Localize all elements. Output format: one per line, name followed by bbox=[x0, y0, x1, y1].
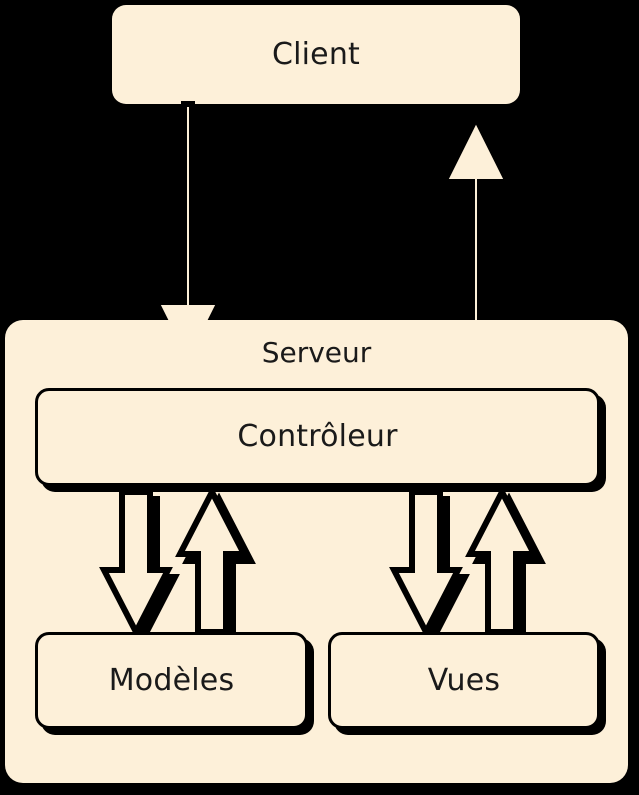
node-vues[interactable]: Vues bbox=[328, 632, 600, 729]
arrow-4-controleur-to-vues: 4 bbox=[389, 489, 474, 646]
arrow-3-modeles-to-controleur: 3 bbox=[175, 485, 260, 642]
node-modeles[interactable]: Modèles bbox=[35, 632, 308, 729]
node-modeles-label: Modèles bbox=[108, 662, 235, 698]
node-client-label: Client bbox=[271, 36, 361, 72]
arrow-2-controleur-to-modeles: 2 bbox=[99, 489, 184, 646]
node-client[interactable]: Client bbox=[112, 5, 520, 104]
arrow-5-vues-to-controleur: 5 bbox=[465, 485, 550, 642]
node-serveur-label: Serveur bbox=[261, 336, 372, 369]
node-controleur[interactable]: Contrôleur bbox=[35, 388, 600, 486]
node-vues-label: Vues bbox=[427, 662, 501, 698]
node-controleur-label: Contrôleur bbox=[237, 419, 398, 454]
